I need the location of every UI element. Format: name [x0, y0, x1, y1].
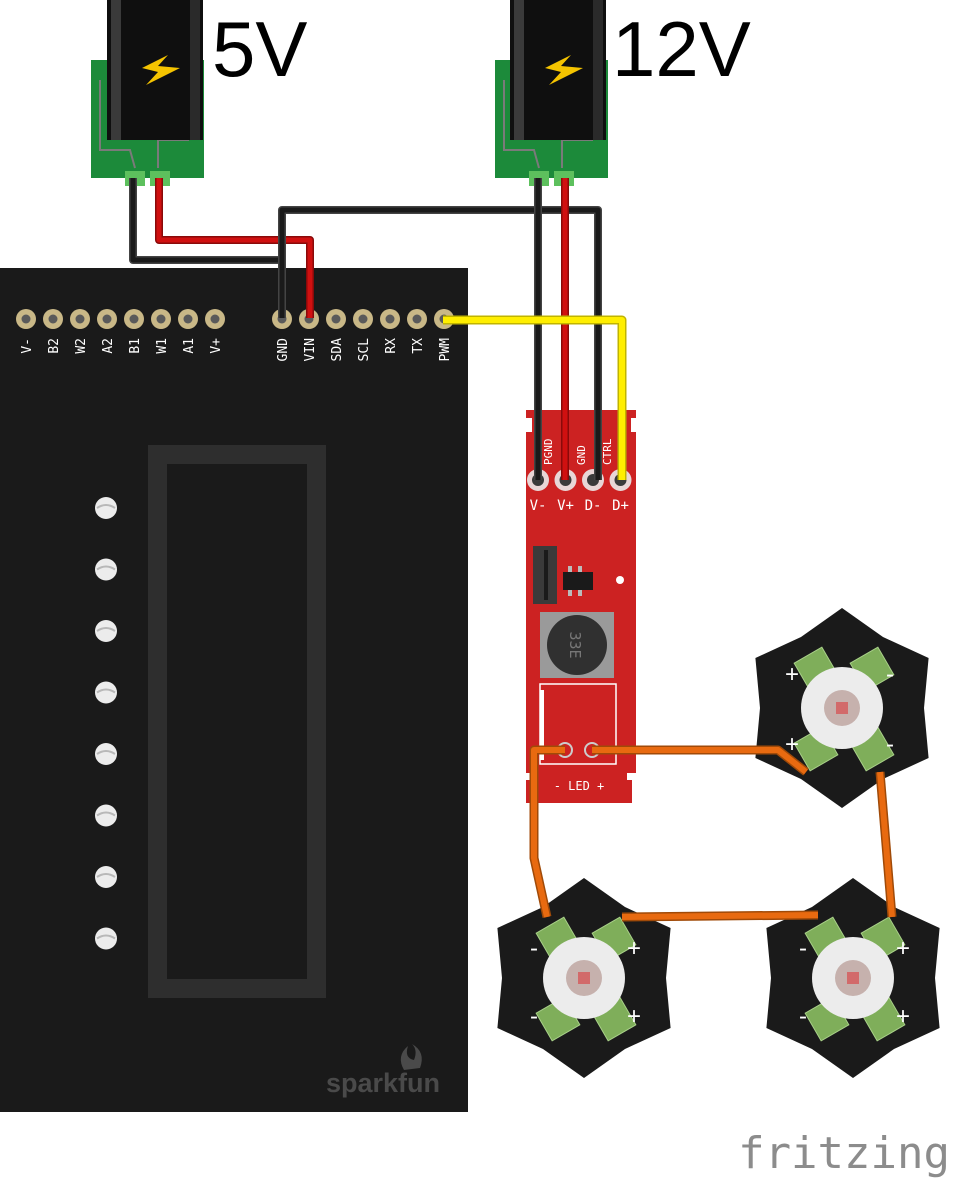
fritzing-watermark: fritzing — [738, 1128, 950, 1179]
pin-label: A1 — [182, 338, 197, 354]
driver-top-labels: PGND GND CTRL — [542, 438, 614, 465]
mount-hole — [95, 743, 117, 765]
led-star: - + - + — [766, 878, 940, 1078]
sparkfun-logo: sparkfun — [326, 1044, 440, 1098]
driver-pin-label: V- — [530, 498, 547, 514]
pin-label: V- — [20, 338, 35, 354]
led-die — [578, 972, 590, 984]
controller-board: V- B2 W2 A2 B1 W1 A1 V+ GND VIN SDA SCL RX TX PWM spa… — [0, 268, 468, 1112]
led-plus-label: + — [785, 731, 799, 758]
mount-hole — [95, 620, 117, 642]
pin-label: GND — [276, 338, 291, 362]
logo-text: sparkfun — [326, 1068, 440, 1098]
pin-label: SDA — [330, 338, 345, 362]
driver-pin-label: V+ — [557, 498, 574, 514]
driver-ic — [563, 572, 593, 590]
mount-hole — [95, 804, 117, 827]
led-star: + - + - — [755, 608, 929, 808]
driver-top-label: CTRL — [601, 438, 614, 465]
pin-label: B2 — [47, 338, 62, 354]
flame-icon — [400, 1044, 422, 1070]
mount-hole — [95, 866, 117, 888]
side-holes — [95, 497, 117, 950]
led-die — [847, 972, 859, 984]
led-array: + - + - - + - + - + - + — [497, 608, 940, 1078]
power-bolt-icon — [545, 55, 583, 85]
pin-label: B1 — [128, 338, 143, 354]
led-minus-label: - — [886, 661, 894, 688]
dc-jack-12v: 12V — [495, 0, 751, 186]
pin-label: A2 — [101, 338, 116, 354]
mount-hole — [95, 558, 117, 581]
led-minus-label: - — [886, 731, 894, 758]
inductor-code: 33E — [566, 631, 584, 658]
display-window — [167, 464, 307, 979]
pin-label: V+ — [209, 338, 224, 354]
led-plus-label: + — [896, 935, 910, 962]
led-minus-label: - — [530, 1003, 538, 1030]
led-star: - + - + — [497, 878, 671, 1078]
pin-label: W2 — [74, 338, 89, 354]
driver-pin-label: D+ — [612, 498, 629, 514]
pin-label: PWM — [438, 338, 453, 362]
led-minus-label: - — [530, 935, 538, 962]
driver-top-label: PGND — [542, 439, 555, 466]
led-minus-label: - — [799, 1003, 807, 1030]
led-plus-label: + — [785, 661, 799, 688]
wires — [129, 178, 897, 922]
led-plus-label: + — [896, 1003, 910, 1030]
led-die — [836, 702, 848, 714]
pin-label: W1 — [155, 338, 170, 354]
power-bolt-icon — [142, 55, 180, 85]
mount-hole — [95, 681, 117, 704]
led-minus-label: - — [799, 935, 807, 962]
led-plus-label: + — [627, 935, 641, 962]
led-output-label: - LED + — [554, 779, 605, 793]
driver-top-label: GND — [575, 445, 588, 465]
jack-5v-label: 5V — [212, 5, 307, 93]
led-plus-label: + — [627, 1003, 641, 1030]
pin-label: VIN — [303, 338, 318, 361]
left-header: V- B2 W2 A2 B1 W1 A1 V+ — [16, 309, 225, 354]
pin-label: TX — [411, 338, 426, 354]
driver-pin-label: D- — [585, 498, 602, 514]
jack-12v-label: 12V — [612, 5, 751, 93]
mount-hole — [95, 497, 117, 519]
pin-label: RX — [384, 338, 399, 354]
mount-hole — [95, 927, 117, 950]
pin-label: SCL — [357, 338, 372, 362]
dc-jack-5v: 5V — [91, 0, 307, 186]
driver-input-labels: V- V+ D- D+ — [530, 498, 629, 514]
